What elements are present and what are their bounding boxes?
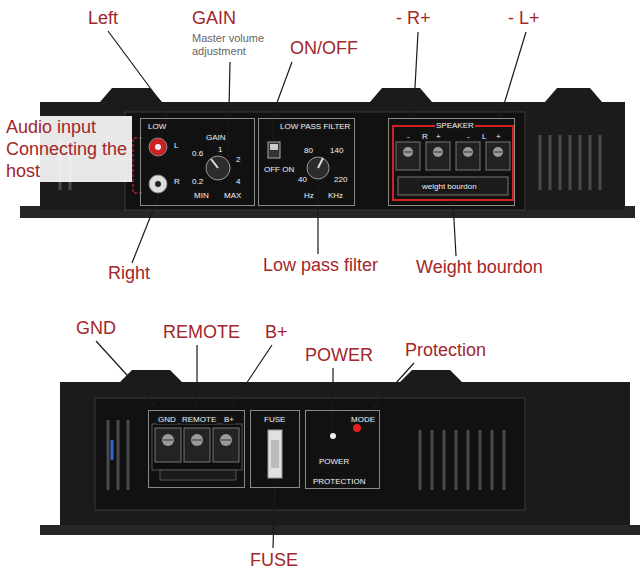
panel-marking: GAIN xyxy=(205,133,227,142)
front-panel xyxy=(125,112,525,210)
panel-marking: L xyxy=(173,141,179,150)
callout-label: Protection xyxy=(405,340,486,361)
power-terminals xyxy=(152,424,242,480)
knob-pointer xyxy=(318,158,323,168)
panel-marking: 220 xyxy=(333,175,348,184)
panel-marking: R xyxy=(421,132,429,141)
panel-marking: 4 xyxy=(235,177,241,186)
base-flange xyxy=(40,525,640,535)
panel-marking: weight bourdon xyxy=(421,182,478,191)
panel-section: LOW PASS FILTER OFF ON 80 140 40 220Hz KHz xyxy=(258,118,355,206)
amp-body xyxy=(60,370,630,525)
switch-lever xyxy=(270,144,278,150)
callout-label: - R+ xyxy=(396,8,431,29)
rca-pin xyxy=(155,144,161,150)
power-led xyxy=(330,433,336,439)
filter-knob xyxy=(307,157,329,179)
panel-marking: PROTECTION xyxy=(312,477,366,486)
panel-marking: KHz xyxy=(327,191,344,200)
panel-marking: MODE xyxy=(350,415,376,424)
vent-slots xyxy=(60,135,600,190)
panel-marking: OFF ON xyxy=(263,165,295,174)
panel-marking: + xyxy=(495,132,502,141)
callout-label: FUSE xyxy=(250,550,298,571)
callout-label: Left xyxy=(88,8,118,29)
callout-label: Master volume adjustment xyxy=(192,32,274,58)
panel-marking: GND xyxy=(157,415,177,424)
panel-marking: REMOTE xyxy=(181,415,217,424)
callout-label: B+ xyxy=(265,322,288,343)
rca-jack xyxy=(149,175,167,193)
panel-marking: MIN xyxy=(193,191,210,200)
protection-led xyxy=(353,424,361,432)
panel-marking: LOW xyxy=(147,122,167,131)
terminal-strip xyxy=(398,177,508,195)
panel-marking: B+ xyxy=(223,415,235,424)
blue-mark xyxy=(111,440,114,460)
panel-section: LOW L R GAIN0.6 1 2 0.2 4MIN MAX xyxy=(140,118,255,206)
panel-marking: L xyxy=(481,132,487,141)
callout-label: REMOTE xyxy=(163,322,240,343)
panel-marking: LOW PASS FILTER xyxy=(279,122,351,131)
panel-marking: 1 xyxy=(217,145,223,154)
rca-pin xyxy=(155,181,161,187)
panel-marking: POWER xyxy=(318,457,350,466)
callout-label: - L+ xyxy=(508,8,540,29)
panel-marking: 40 xyxy=(297,175,308,184)
panel-marking: MAX xyxy=(223,191,242,200)
panel-marking: - xyxy=(466,132,471,141)
panel-marking: R xyxy=(173,177,181,186)
speaker-terminals xyxy=(396,142,510,170)
panel-marking: 140 xyxy=(329,146,344,155)
callout-label: POWER xyxy=(305,345,373,366)
panel-marking: + xyxy=(435,132,442,141)
highlight-box xyxy=(393,126,513,200)
callout-label: GAIN xyxy=(192,8,236,29)
filter-switch xyxy=(268,142,280,158)
leader-lines xyxy=(96,31,526,548)
rca-jack xyxy=(149,138,167,156)
rear-panel xyxy=(95,398,525,510)
panel-marking: 0.2 xyxy=(191,177,204,186)
fuse-element xyxy=(271,440,279,468)
gain-knob xyxy=(206,156,230,180)
panel-section: MODE POWER PROTECTION xyxy=(305,410,380,489)
panel-marking: 2 xyxy=(235,155,241,164)
panel-marking: FUSE xyxy=(263,415,286,424)
panel-section: GND REMOTE B+ xyxy=(148,410,245,488)
knob-pointer xyxy=(211,159,218,168)
panel-marking: 0.6 xyxy=(191,149,204,158)
callout-label: Low pass filter xyxy=(263,255,378,276)
callout-label: Right xyxy=(108,263,150,284)
panel-marking: 80 xyxy=(303,146,314,155)
panel-section: SPEAKER - R + - L + weight bourdon xyxy=(388,118,515,206)
fuse xyxy=(268,430,282,478)
vent-slots xyxy=(108,420,504,490)
callout-label: Audio input Connecting the host xyxy=(4,116,132,182)
callout-label: Weight bourdon xyxy=(416,257,543,278)
panel-marking: - xyxy=(406,132,411,141)
callout-label: GND xyxy=(76,318,116,339)
panel-marking: SPEAKER xyxy=(435,121,475,130)
panel-section: FUSE xyxy=(250,410,300,488)
callout-label: ON/OFF xyxy=(290,38,358,59)
panel-marking: Hz xyxy=(303,191,315,200)
